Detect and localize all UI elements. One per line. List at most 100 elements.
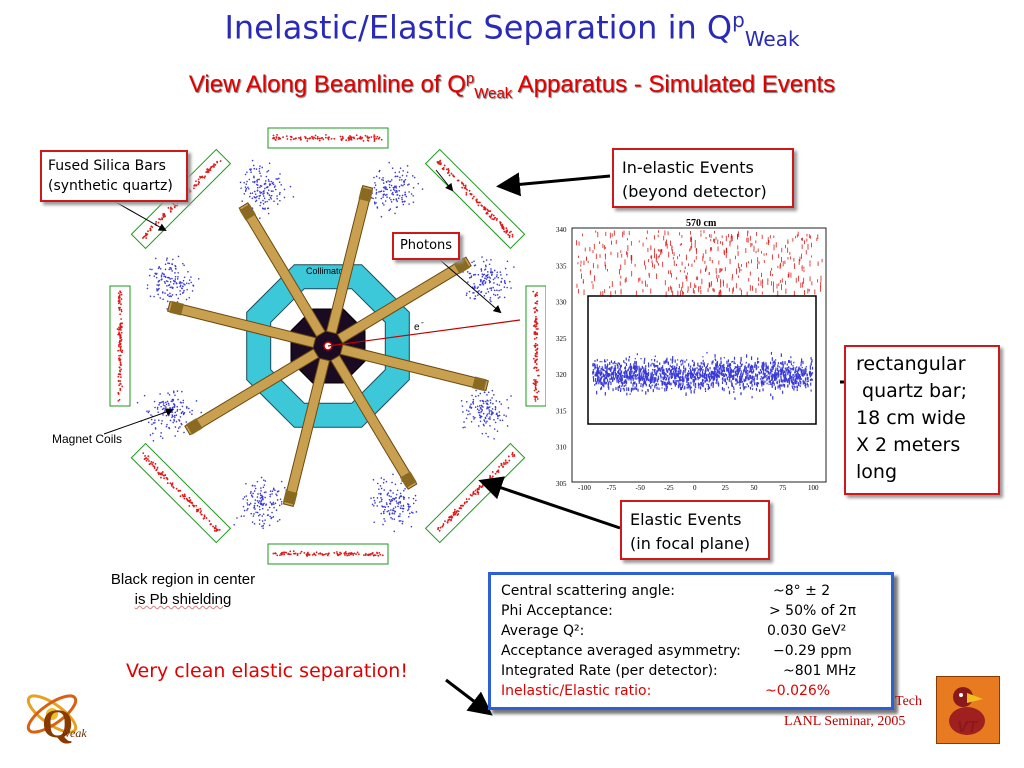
photon-dot bbox=[179, 416, 182, 418]
inelastic-mark bbox=[715, 271, 717, 274]
photon-cloud bbox=[462, 256, 515, 303]
elastic-mark bbox=[674, 383, 676, 387]
elastic-mark bbox=[746, 383, 748, 386]
photon-dot bbox=[136, 401, 139, 404]
inelastic-dot bbox=[330, 137, 333, 140]
photon-dot bbox=[380, 190, 383, 192]
inelastic-mark bbox=[801, 244, 803, 249]
photon-dot bbox=[182, 399, 185, 402]
inelastic-dot bbox=[159, 472, 162, 475]
elastic-mark bbox=[720, 372, 722, 376]
elastic-mark bbox=[775, 376, 777, 380]
elastic-mark bbox=[734, 397, 736, 400]
elastic-mark bbox=[690, 386, 692, 389]
photon-dot bbox=[275, 509, 278, 511]
elastic-mark bbox=[679, 372, 682, 375]
elastic-scatter-plot: 570 cm340335330325320315310305-100-75-50… bbox=[546, 212, 848, 496]
elastic-mark bbox=[774, 363, 776, 367]
elastic-mark bbox=[771, 385, 773, 388]
photon-dot bbox=[170, 411, 172, 413]
elastic-mark bbox=[715, 363, 717, 367]
photon-dot bbox=[510, 287, 512, 289]
inelastic-dot bbox=[167, 206, 170, 209]
inelastic-dot bbox=[142, 235, 145, 238]
elastic-mark bbox=[690, 374, 692, 379]
elastic-mark bbox=[752, 378, 754, 381]
inelastic-dot bbox=[437, 526, 440, 529]
inelastic-dot bbox=[118, 307, 121, 310]
photon-dot bbox=[400, 505, 402, 507]
photon-dot bbox=[481, 256, 483, 258]
photon-dot bbox=[242, 498, 244, 500]
elastic-mark bbox=[653, 380, 656, 383]
elastic-mark bbox=[801, 372, 804, 375]
photon-dot bbox=[404, 193, 406, 196]
elastic-mark bbox=[726, 376, 729, 379]
inelastic-dot bbox=[489, 210, 492, 213]
elastic-mark bbox=[659, 368, 661, 372]
inelastic-dot bbox=[299, 552, 302, 555]
elastic-mark bbox=[739, 377, 742, 382]
elastic-mark bbox=[747, 372, 749, 377]
inelastic-dot bbox=[534, 385, 537, 387]
elastic-mark bbox=[811, 359, 813, 362]
inelastic-dot bbox=[119, 387, 122, 390]
elastic-mark bbox=[634, 377, 636, 380]
elastic-mark bbox=[771, 383, 773, 387]
inelastic-mark bbox=[750, 242, 752, 248]
photon-dot bbox=[488, 263, 491, 266]
photon-dot bbox=[265, 175, 268, 178]
elastic-mark bbox=[724, 379, 726, 382]
photon-dot bbox=[160, 422, 163, 425]
photon-dot bbox=[179, 401, 182, 404]
photon-dot bbox=[160, 405, 162, 408]
photon-dot bbox=[168, 394, 171, 396]
photon-dot bbox=[386, 510, 389, 513]
photon-dot bbox=[168, 277, 170, 279]
photon-dot bbox=[171, 294, 174, 296]
elastic-mark bbox=[668, 381, 671, 385]
photon-dot bbox=[156, 289, 158, 292]
photon-dot bbox=[185, 421, 188, 423]
inelastic-dot bbox=[275, 136, 278, 139]
photon-dot bbox=[376, 206, 379, 208]
elastic-mark bbox=[643, 367, 645, 371]
elastic-mark bbox=[671, 376, 673, 379]
elastic-mark bbox=[625, 384, 627, 387]
inelastic-mark bbox=[620, 275, 622, 279]
inelastic-mark bbox=[625, 277, 627, 282]
inelastic-mark bbox=[613, 230, 615, 236]
elastic-mark bbox=[761, 377, 763, 380]
photon-dot bbox=[383, 489, 386, 491]
inelastic-mark bbox=[766, 242, 768, 245]
photon-dot bbox=[473, 283, 475, 285]
photon-dot bbox=[380, 215, 383, 218]
elastic-mark bbox=[677, 380, 679, 382]
param-row: Acceptance averaged asymmetry:−0.29 ppm bbox=[501, 641, 881, 661]
elastic-mark bbox=[712, 360, 714, 364]
elastic-mark bbox=[764, 380, 766, 383]
elastic-mark bbox=[797, 370, 799, 374]
elastic-mark bbox=[675, 366, 678, 370]
elastic-mark bbox=[792, 373, 794, 377]
inelastic-mark bbox=[820, 286, 822, 292]
inelastic-dot bbox=[215, 530, 218, 532]
elastic-mark bbox=[671, 367, 673, 371]
elastic-mark bbox=[619, 384, 621, 389]
elastic-mark bbox=[640, 385, 642, 388]
photon-dot bbox=[375, 189, 378, 191]
photon-dot bbox=[260, 499, 263, 502]
elastic-mark bbox=[785, 377, 788, 381]
elastic-mark bbox=[645, 371, 647, 374]
inelastic-mark bbox=[745, 248, 747, 253]
elastic-mark bbox=[752, 369, 755, 373]
photon-dot bbox=[408, 515, 410, 518]
photon-dot bbox=[183, 264, 185, 267]
photon-dot bbox=[464, 426, 466, 429]
inelastic-mark bbox=[671, 273, 672, 278]
elastic-mark bbox=[733, 388, 735, 391]
photon-dot bbox=[503, 414, 505, 416]
inelastic-dot bbox=[511, 453, 514, 456]
inelastic-dot bbox=[450, 519, 452, 522]
elastic-mark bbox=[712, 382, 714, 386]
